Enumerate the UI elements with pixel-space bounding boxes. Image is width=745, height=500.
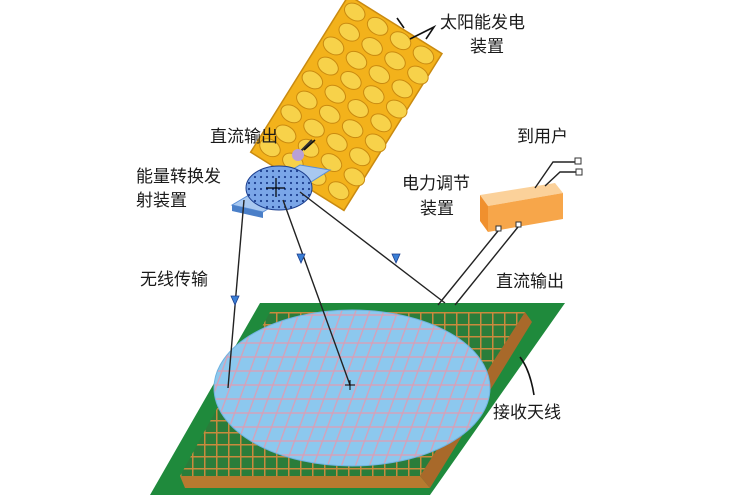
- solar-cell: [343, 167, 366, 187]
- solar-cell: [324, 84, 346, 104]
- wireless-beams: [227, 191, 446, 389]
- output-wires: [437, 161, 576, 306]
- label-converter-1: 能量转换发: [136, 167, 221, 187]
- solar-cell: [384, 51, 406, 71]
- solar-cell: [301, 70, 324, 90]
- solar-cell: [343, 2, 366, 22]
- power-regulator: [480, 183, 563, 232]
- solar-cell: [391, 79, 413, 99]
- solar-cell: [338, 22, 360, 42]
- solar-cell: [366, 16, 389, 36]
- label-solar-2: 装置: [470, 37, 504, 57]
- label-solar-1: 太阳能发电: [440, 13, 525, 33]
- solar-cell: [368, 65, 391, 85]
- solar-cell: [280, 104, 302, 124]
- solar-cell: [296, 90, 318, 110]
- solar-cell: [361, 37, 383, 56]
- user-terminal-2: [575, 168, 583, 176]
- solar-cell: [347, 99, 369, 118]
- solar-cell: [407, 65, 429, 85]
- solar-cell: [385, 99, 408, 119]
- solar-cell: [317, 56, 339, 76]
- antenna-grid-edge: [180, 476, 430, 488]
- user-terminal-1: [574, 157, 582, 165]
- connector-node: [292, 149, 304, 161]
- solar-cell: [259, 138, 281, 158]
- receiving-antenna: [150, 303, 565, 495]
- solar-cell: [274, 124, 297, 144]
- solar-cell: [370, 113, 392, 133]
- label-regulator-1: 电力调节: [402, 174, 470, 194]
- solar-cell: [327, 181, 350, 201]
- label-regulator-2: 装置: [420, 199, 454, 219]
- pointer-lines: [303, 17, 535, 396]
- solar-cell: [364, 133, 387, 153]
- solar-cell: [389, 31, 412, 51]
- label-antenna: 接收天线: [493, 403, 561, 423]
- label-converter-2: 射装置: [136, 191, 187, 211]
- solar-cell: [349, 147, 371, 167]
- label-to-user: 到用户: [517, 127, 568, 147]
- solar-cell: [322, 36, 345, 56]
- label-dc-output-top: 直流输出: [210, 127, 278, 147]
- receive-area: [213, 309, 491, 467]
- solar-cell: [363, 85, 385, 105]
- solar-cell: [341, 119, 364, 139]
- solar-cell: [326, 132, 348, 152]
- label-dc-output-right: 直流输出: [496, 272, 564, 292]
- label-wireless: 无线传输: [140, 270, 208, 290]
- solar-cell: [412, 45, 435, 65]
- solar-connector: [299, 139, 313, 153]
- solar-cell: [345, 50, 368, 70]
- solar-cell: [318, 104, 341, 124]
- solar-cell: [340, 70, 362, 90]
- beam-markers: [230, 253, 401, 306]
- solar-cell: [303, 118, 325, 138]
- energy-converter: [230, 164, 332, 218]
